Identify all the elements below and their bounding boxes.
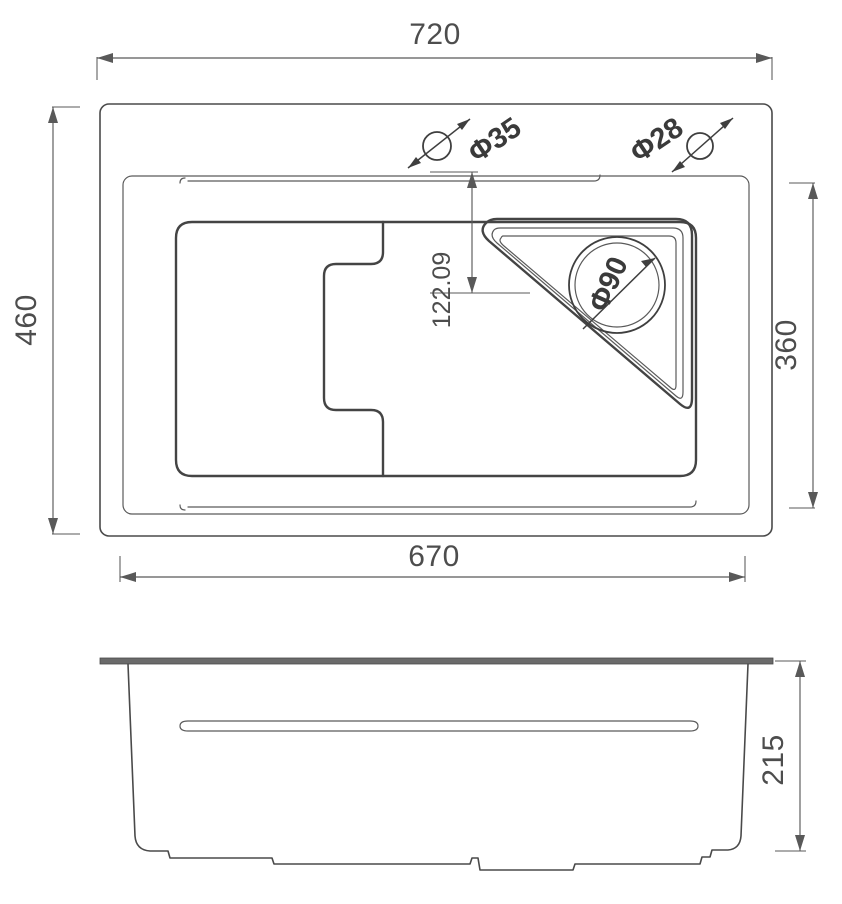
dim-122-label: 122.09	[428, 252, 456, 328]
diameter-35-arrowhead-upper	[457, 119, 470, 130]
dim-460-arrow-top	[48, 107, 58, 123]
bowl-divider-notch	[322, 220, 385, 478]
diameter-90-leader-line	[582, 257, 656, 330]
drain-hole-inner-circle	[574, 242, 660, 328]
dim-720-label: 720	[409, 18, 461, 51]
dim-360-arrow-bottom	[808, 492, 818, 508]
section-basin-profile	[127, 663, 749, 871]
rim-groove-top	[187, 174, 601, 182]
section-rim-bar	[99, 657, 774, 665]
triangular-bowl-outer	[481, 217, 694, 410]
dim-215-arrow-top	[795, 661, 805, 677]
diameter-28-label: Φ28	[625, 112, 689, 170]
dim-720-arrow-left	[97, 53, 113, 63]
diameter-35-label: Φ35	[463, 112, 527, 170]
section-view-group: 215	[99, 657, 806, 871]
bowl-outer-boundary	[174, 220, 698, 478]
dim-720-arrow-right	[756, 53, 772, 63]
plan-view-group: Φ90 Φ35 Φ28 720 46	[10, 18, 818, 582]
dim-215-arrow-bottom	[795, 835, 805, 851]
rim-groove-bottom-cap	[179, 504, 186, 511]
dim-460-label: 460	[10, 294, 43, 346]
diameter-35-arrowhead-lower	[408, 157, 421, 168]
diameter-28-arrowhead-upper	[720, 118, 733, 129]
diameter-28-arrowhead-lower	[672, 161, 685, 172]
accessory-hole-28-circle	[686, 132, 714, 160]
tap-hole-35-circle	[422, 131, 452, 161]
rim-groove-bottom	[187, 500, 697, 508]
dim-360-arrow-top	[808, 183, 818, 199]
dim-122-arrow-bottom	[467, 277, 477, 293]
dim-460-arrow-bottom	[48, 518, 58, 534]
drain-hole-outer-circle	[568, 236, 666, 334]
dim-360-label: 360	[770, 319, 803, 371]
diameter-28-leader-line	[671, 117, 734, 173]
triangular-bowl-inner	[491, 227, 684, 399]
triangular-bowl-inner-2	[499, 235, 677, 391]
diameter-90-label: Φ90	[583, 252, 635, 316]
dim-670-label: 670	[408, 540, 460, 573]
dim-215-label: 215	[757, 734, 790, 786]
sink-inner-rim-outline	[122, 175, 750, 515]
rim-groove-top-cap	[179, 177, 186, 184]
diameter-90-arrowhead	[641, 258, 655, 267]
dim-670-arrow-right	[729, 572, 745, 582]
section-groove-slot	[179, 720, 699, 732]
dim-670-arrow-left	[120, 572, 136, 582]
dim-122-arrow-top	[467, 172, 477, 188]
sink-outer-outline	[99, 103, 773, 537]
